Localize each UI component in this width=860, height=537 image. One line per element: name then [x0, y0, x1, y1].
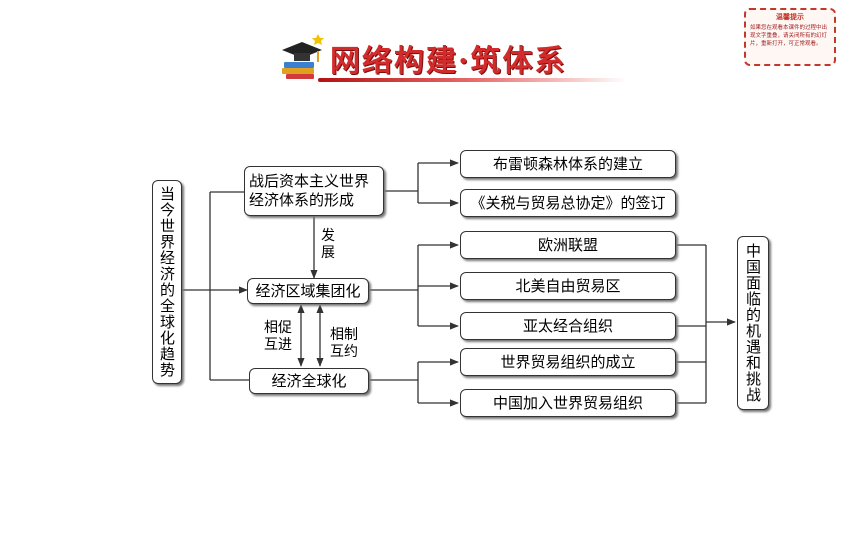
label-restrict: 相制互约 [330, 327, 358, 360]
result-node: 中国面临的机遇和挑战 [737, 236, 769, 410]
item-apec: 亚太经合组织 [460, 312, 676, 340]
graduation-cap-icon [282, 34, 324, 79]
label-develop: 发展 [321, 228, 335, 261]
tip-title: 温馨提示 [776, 13, 804, 21]
stage-regional-integration: 经济区域集团化 [247, 278, 369, 304]
item-bretton-woods: 布雷顿森林体系的建立 [460, 150, 676, 178]
root-node: 当今世界经济的全球化趋势 [152, 180, 182, 384]
stage-globalization: 经济全球化 [249, 368, 369, 394]
item-wto-founding: 世界贸易组织的成立 [460, 348, 676, 376]
tip-body: 如果您在观看本课件的过程中出现文字重叠，请关闭所有的幻灯片，重新打开，可正常观看… [750, 25, 828, 47]
title-banner: 网络构建·筑体系 [278, 30, 628, 82]
title-underline [318, 78, 628, 82]
item-nafta: 北美自由贸易区 [460, 272, 676, 300]
item-eu: 欧洲联盟 [460, 231, 676, 259]
label-promote: 相促互进 [264, 320, 292, 353]
item-gatt: 《关税与贸易总协定》的签订 [460, 189, 676, 217]
item-china-wto: 中国加入世界贸易组织 [460, 389, 676, 417]
page-title: 网络构建·筑体系 [330, 44, 567, 79]
stage-postwar-system: 战后资本主义世界经济体系的形成 [244, 166, 384, 216]
tip-box: 温馨提示 如果您在观看本课件的过程中出现文字重叠，请关闭所有的幻灯片，重新打开，… [744, 8, 836, 66]
